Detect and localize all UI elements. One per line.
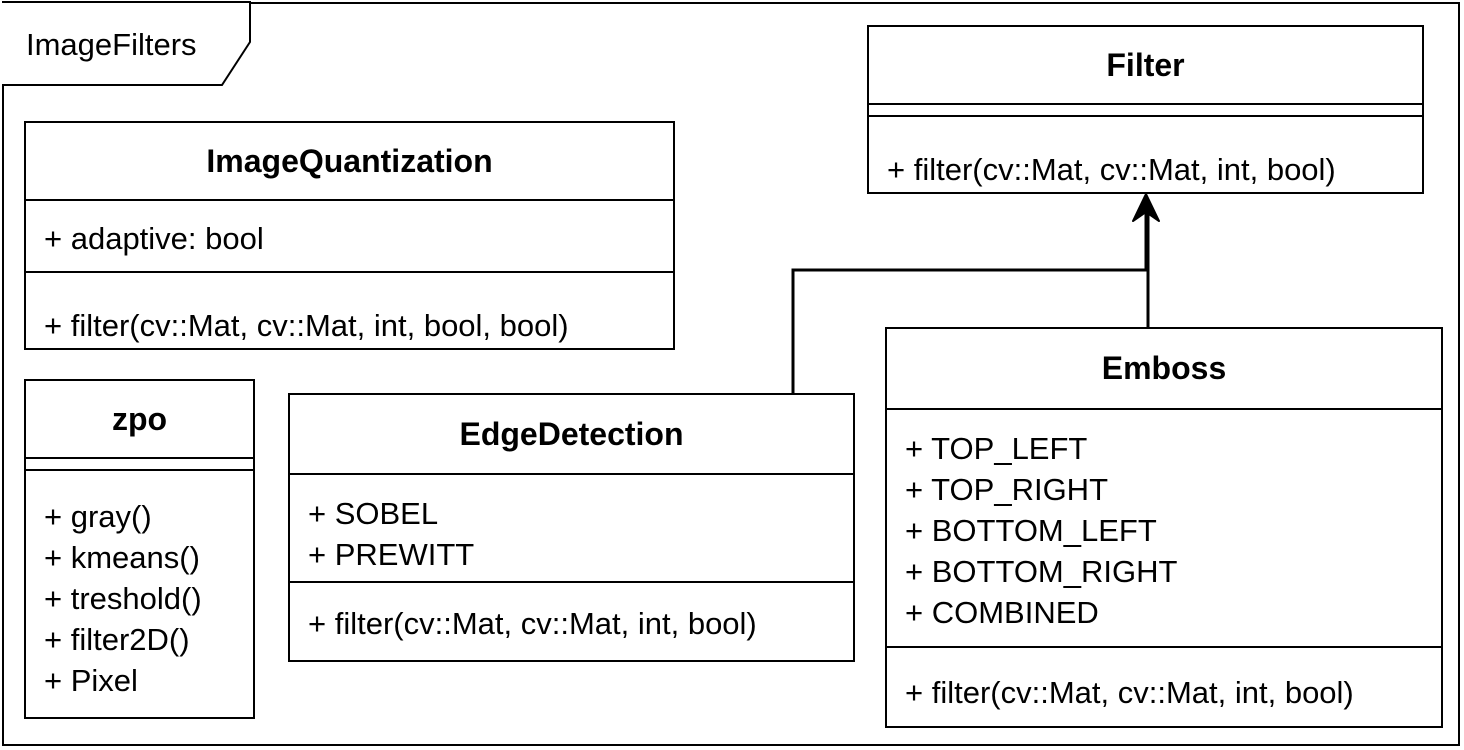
attribute: + TOP_LEFT (905, 431, 1088, 466)
class-attributes: + SOBEL + PREWITT (290, 475, 853, 583)
class-emboss[interactable]: Emboss + TOP_LEFT + TOP_RIGHT + BOTTOM_L… (885, 327, 1443, 728)
operation: + filter(cv::Mat, cv::Mat, int, bool) (308, 606, 757, 641)
operation: + filter(cv::Mat, cv::Mat, int, bool) (905, 675, 1354, 710)
attribute: + COMBINED (905, 595, 1099, 630)
class-name: ImageQuantization (26, 123, 673, 201)
class-operations: + gray() + kmeans() + treshold() + filte… (26, 471, 253, 701)
operation: + Pixel (44, 663, 138, 698)
class-operations: + filter(cv::Mat, cv::Mat, int, bool, bo… (26, 273, 673, 346)
class-filter[interactable]: Filter + filter(cv::Mat, cv::Mat, int, b… (867, 25, 1424, 194)
class-name: EdgeDetection (290, 395, 853, 475)
operation: + filter(cv::Mat, cv::Mat, int, bool) (887, 152, 1336, 187)
class-operations: + filter(cv::Mat, cv::Mat, int, bool) (290, 583, 853, 644)
class-operations: + filter(cv::Mat, cv::Mat, int, bool) (869, 117, 1422, 190)
class-zpo[interactable]: zpo + gray() + kmeans() + treshold() + f… (24, 379, 255, 719)
attribute: + BOTTOM_RIGHT (905, 554, 1178, 589)
class-name: Filter (869, 27, 1422, 105)
class-edge-detection[interactable]: EdgeDetection + SOBEL + PREWITT + filter… (288, 393, 855, 662)
class-attributes (869, 105, 1422, 117)
class-name: zpo (26, 381, 253, 459)
attribute: + adaptive: bool (44, 221, 264, 256)
attribute: + SOBEL (308, 496, 439, 531)
operation: + filter(cv::Mat, cv::Mat, int, bool, bo… (44, 308, 569, 343)
attribute: + BOTTOM_LEFT (905, 513, 1157, 548)
attribute: + PREWITT (308, 537, 475, 572)
class-name: Emboss (887, 329, 1441, 410)
operation: + treshold() (44, 581, 202, 616)
operation: + filter2D() (44, 622, 190, 657)
class-operations: + filter(cv::Mat, cv::Mat, int, bool) (887, 648, 1441, 713)
operation: + gray() (44, 499, 152, 534)
operation: + kmeans() (44, 540, 200, 575)
class-attributes (26, 459, 253, 471)
class-attributes: + TOP_LEFT + TOP_RIGHT + BOTTOM_LEFT + B… (887, 410, 1441, 648)
class-image-quantization[interactable]: ImageQuantization + adaptive: bool + fil… (24, 121, 675, 350)
class-attributes: + adaptive: bool (26, 201, 673, 273)
attribute: + TOP_RIGHT (905, 472, 1108, 507)
package-name: ImageFilters (26, 27, 197, 62)
